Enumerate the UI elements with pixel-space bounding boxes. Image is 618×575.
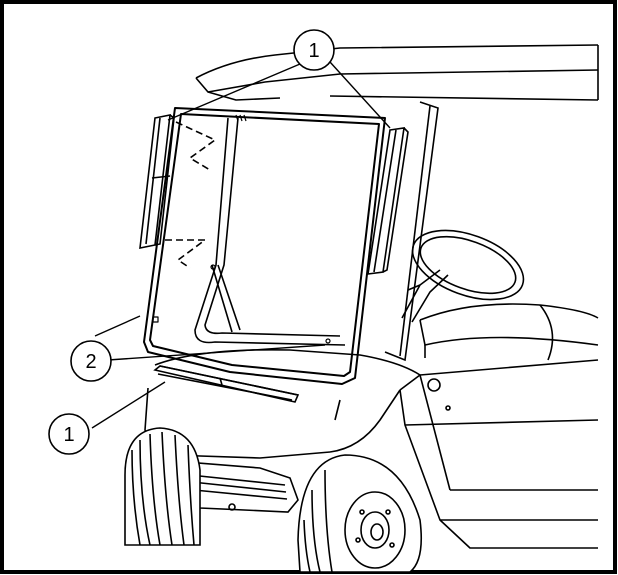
callout-bottom: 1 <box>48 413 90 455</box>
callout-label: 1 <box>308 40 319 62</box>
windshield-glass <box>143 107 386 385</box>
left-seal-strip <box>139 114 217 269</box>
bottom-seal-strip <box>153 365 300 403</box>
callout-circle <box>70 340 112 382</box>
callout-label: 1 <box>63 424 74 446</box>
cart-roof <box>195 44 599 101</box>
right-seal-strip <box>367 127 409 275</box>
cart-seat <box>419 303 599 361</box>
steering-wheel <box>401 229 525 323</box>
front-right-wheel <box>297 454 423 573</box>
leader-lines <box>91 61 391 429</box>
callout-label: 2 <box>85 351 96 373</box>
front-left-wheel <box>124 427 201 546</box>
callout-top: 1 <box>293 29 335 71</box>
canopy-strut <box>384 101 439 362</box>
callout-circle <box>48 413 90 455</box>
callout-middle: 2 <box>70 340 112 382</box>
callout-circle <box>293 29 335 71</box>
